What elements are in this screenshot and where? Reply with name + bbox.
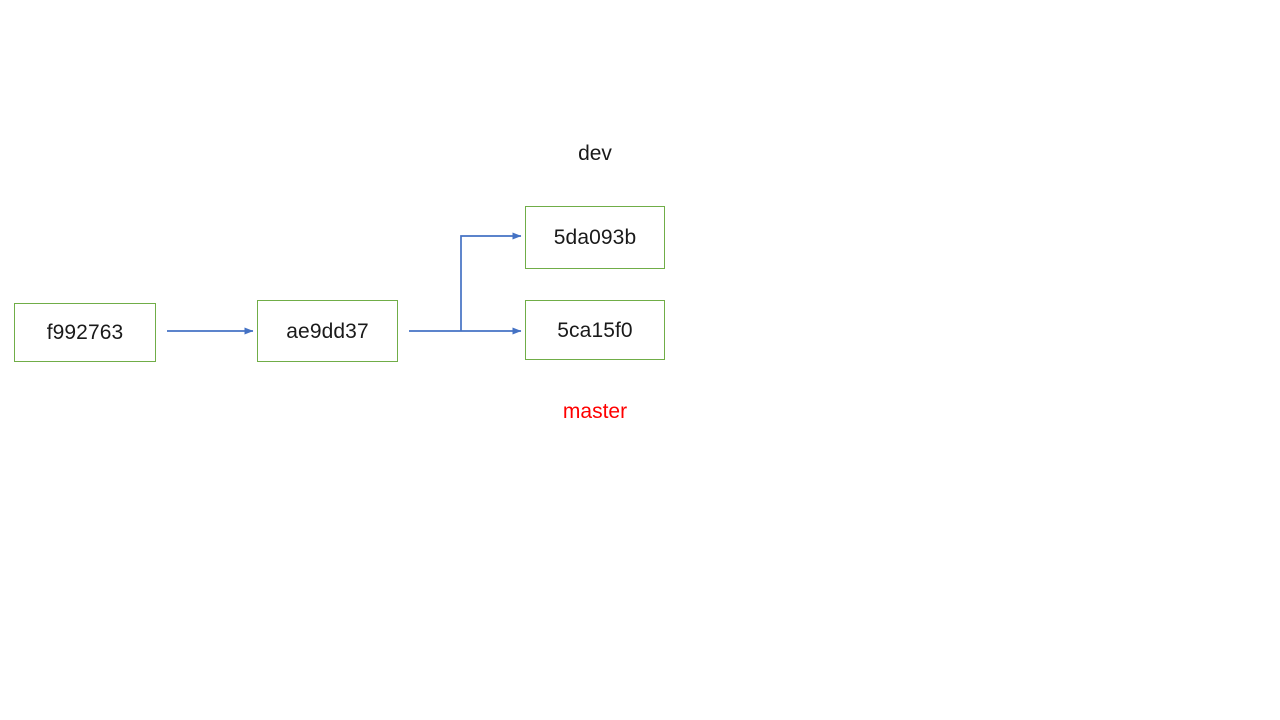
commit-node-5da093b[interactable]: 5da093b: [525, 206, 665, 269]
commit-node-ae9dd37[interactable]: ae9dd37: [257, 300, 398, 362]
commit-node-5ca15f0[interactable]: 5ca15f0: [525, 300, 665, 360]
commit-label-f992763: f992763: [46, 321, 124, 344]
edge-ae9dd37-to-5da093b: [460, 232, 522, 331]
commit-node-f992763[interactable]: f992763: [14, 303, 156, 362]
branch-label-dev: dev: [578, 142, 612, 165]
commit-label-5ca15f0: 5ca15f0: [557, 318, 633, 342]
branch-label-master: master: [562, 400, 628, 423]
commit-label-5da093b: 5da093b: [553, 226, 637, 249]
commit-label-ae9dd37: ae9dd37: [286, 319, 369, 343]
